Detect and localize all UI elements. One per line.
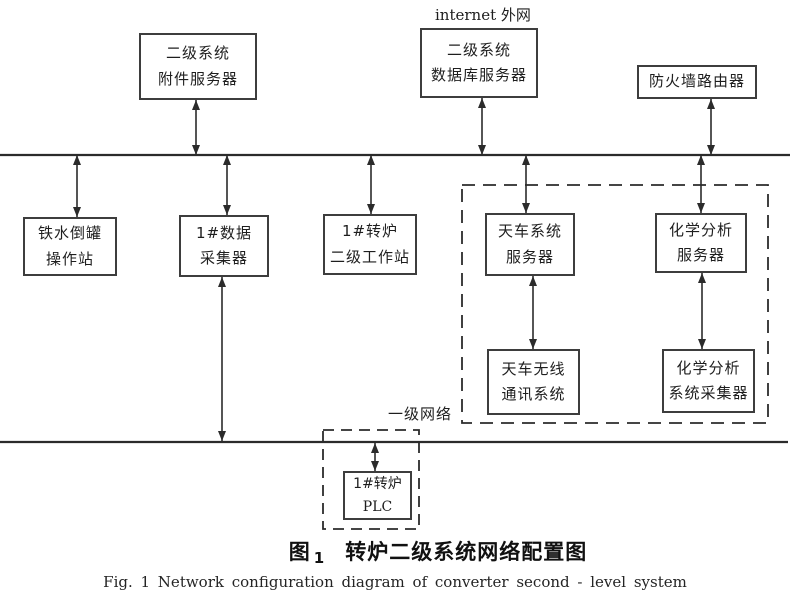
node-crane-server-line1: 天车系统 bbox=[497, 222, 562, 240]
node-converter-workstation: 1#转炉 二级工作站 bbox=[323, 214, 417, 275]
node-chem-collector: 化学分析 系统采集器 bbox=[662, 349, 755, 413]
node-data-collector: 1#数据 采集器 bbox=[179, 215, 269, 277]
node-crane-server: 天车系统 服务器 bbox=[485, 213, 575, 276]
figure-caption-zh-number: 1 bbox=[313, 549, 326, 567]
node-chem-server-line1: 化学分析 bbox=[668, 220, 733, 239]
node-plc-line2: PLC bbox=[362, 498, 393, 515]
figure-caption-zh-title: 转炉二级系统网络配置图 bbox=[345, 540, 588, 564]
figure-caption-en: Fig. 1 Network configuration diagram of … bbox=[103, 573, 687, 591]
node-database-server-line2: 数据库服务器 bbox=[430, 66, 527, 84]
node-chem-server: 化学分析 服务器 bbox=[655, 213, 747, 273]
node-database-server: 二级系统 数据库服务器 bbox=[420, 28, 538, 98]
node-data-collector-line2: 采集器 bbox=[199, 249, 248, 267]
node-ladle-station-line1: 铁水倒罐 bbox=[37, 224, 102, 242]
node-chem-collector-line1: 化学分析 bbox=[676, 358, 741, 377]
auxiliary-systems-dashed-frame bbox=[461, 184, 769, 424]
node-crane-server-line2: 服务器 bbox=[505, 247, 554, 266]
node-attachment-server-line1: 二级系统 bbox=[165, 44, 230, 62]
node-crane-wireless-line1: 天车无线 bbox=[501, 359, 566, 378]
node-firewall-router: 防火墙路由器 bbox=[637, 65, 757, 99]
node-converter-workstation-line1: 1#转炉 bbox=[341, 222, 399, 240]
node-crane-wireless-line2: 通讯系统 bbox=[501, 385, 566, 403]
node-attachment-server-line2: 附件服务器 bbox=[157, 69, 238, 88]
node-ladle-station-line2: 操作站 bbox=[45, 249, 94, 268]
node-database-server-line1: 二级系统 bbox=[446, 40, 511, 59]
node-crane-wireless: 天车无线 通讯系统 bbox=[487, 349, 580, 415]
level1-network-label: 一级网络 bbox=[388, 405, 453, 423]
node-converter-workstation-line2: 二级工作站 bbox=[329, 247, 410, 266]
node-ladle-station: 铁水倒罐 操作站 bbox=[23, 217, 117, 276]
node-attachment-server: 二级系统 附件服务器 bbox=[139, 33, 257, 100]
node-plc-line1: 1#转炉 bbox=[353, 476, 402, 493]
node-data-collector-line1: 1#数据 bbox=[195, 223, 253, 242]
plc-dashed-frame bbox=[322, 429, 420, 530]
node-chem-server-line2: 服务器 bbox=[676, 246, 725, 264]
figure-caption-zh-label: 图 bbox=[288, 540, 311, 564]
node-plc: 1#转炉 PLC bbox=[343, 471, 412, 520]
node-chem-collector-line2: 系统采集器 bbox=[668, 384, 749, 402]
internet-extranet-label: internet 外网 bbox=[435, 6, 531, 24]
node-firewall-router-line1: 防火墙路由器 bbox=[648, 72, 745, 91]
